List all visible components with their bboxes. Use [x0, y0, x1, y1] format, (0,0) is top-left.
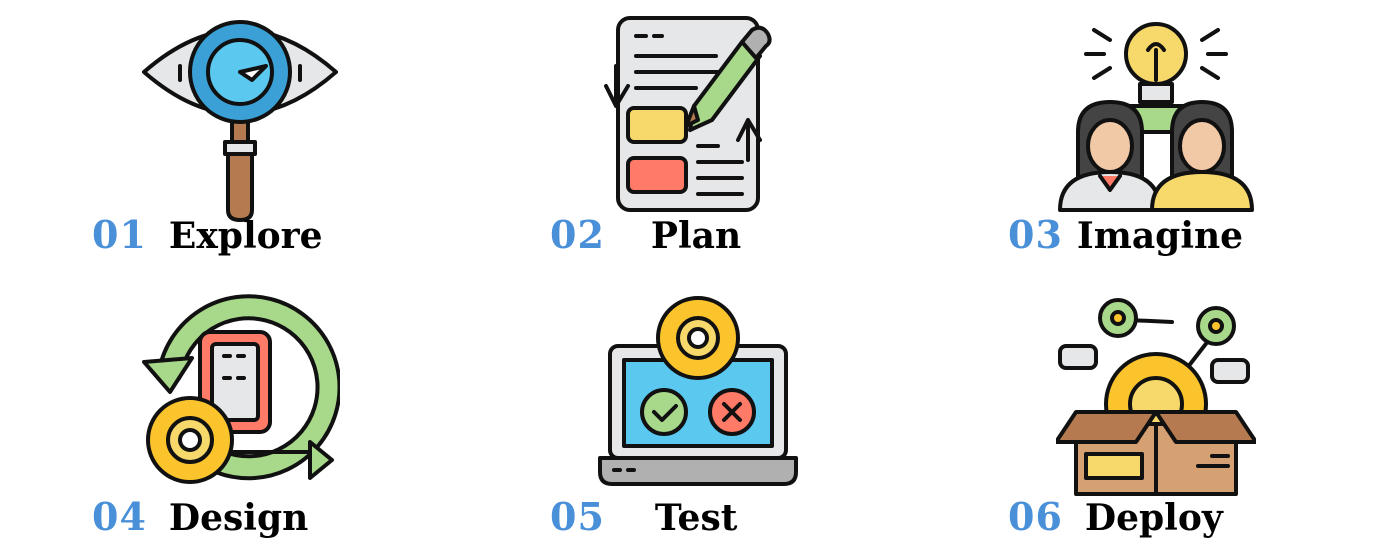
step-caption: 01 Explore: [92, 212, 323, 257]
deploy-box-icon: [1056, 298, 1256, 496]
step-label: Deploy: [1084, 497, 1223, 539]
step-test: 05 Test: [548, 280, 948, 560]
step-label: Imagine: [1076, 215, 1244, 257]
step-number: 04: [92, 494, 147, 539]
eye-magnifier-icon: [142, 20, 338, 222]
step-label: Design: [168, 497, 309, 539]
step-number: 02: [550, 212, 605, 257]
step-design: 04 Design: [90, 280, 490, 560]
team-idea-icon: [1058, 22, 1254, 212]
step-number: 03: [1008, 212, 1063, 257]
step-number: 05: [550, 494, 605, 539]
step-label: Test: [654, 497, 738, 539]
step-caption: 03 Imagine: [1008, 212, 1243, 257]
document-pencil-icon: [604, 16, 772, 212]
step-imagine: 03 Imagine: [1006, 0, 1400, 280]
step-caption: 04 Design: [92, 494, 308, 539]
step-caption: 06 Deploy: [1008, 494, 1223, 539]
step-explore: 01 Explore: [90, 0, 490, 280]
design-cycle-icon: [142, 294, 340, 484]
step-caption: 05 Test: [550, 494, 737, 539]
step-caption: 02 Plan: [550, 212, 741, 257]
step-deploy: 06 Deploy: [1006, 280, 1400, 560]
step-label: Explore: [168, 215, 323, 257]
laptop-test-icon: [598, 296, 798, 486]
step-plan: 02 Plan: [548, 0, 948, 280]
step-label: Plan: [650, 215, 742, 257]
step-number: 01: [92, 212, 147, 257]
step-number: 06: [1008, 494, 1063, 539]
